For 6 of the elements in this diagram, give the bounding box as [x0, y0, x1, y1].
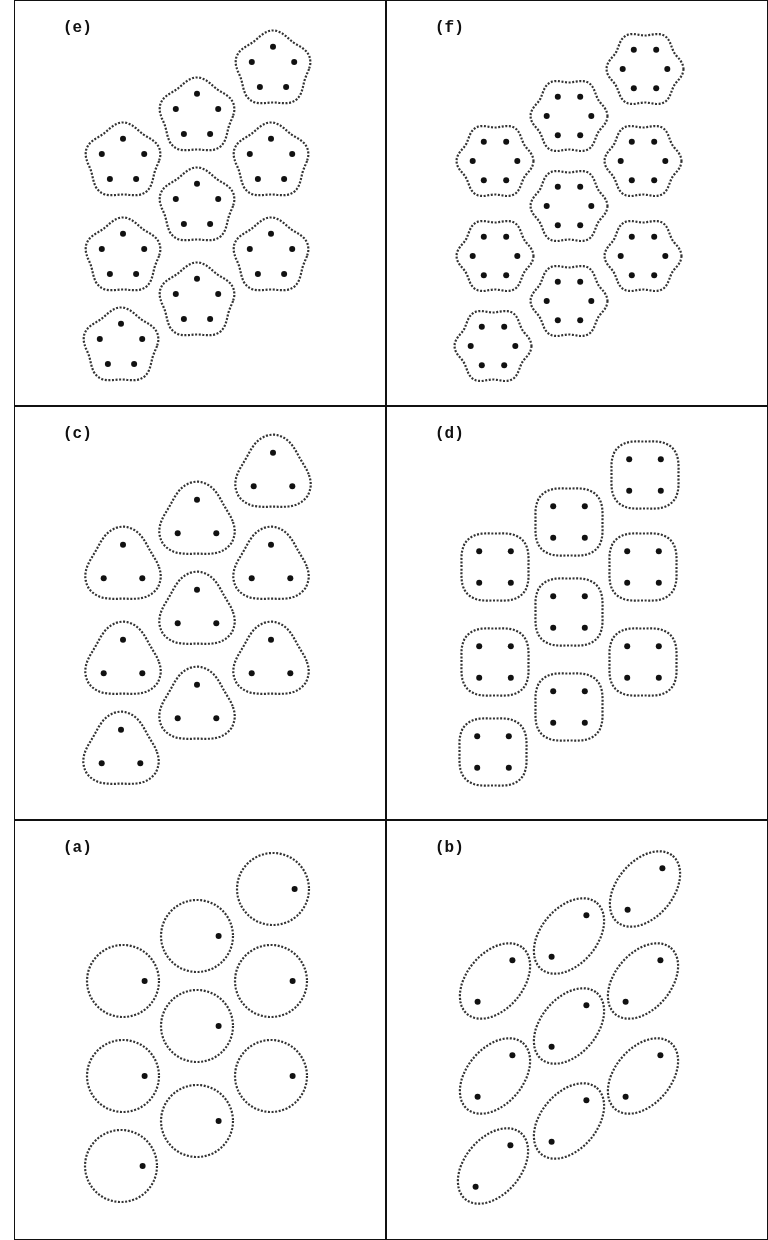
- panel-label: (e): [63, 19, 92, 37]
- panel-label: (a): [63, 839, 92, 857]
- panel-label: (c): [63, 425, 92, 443]
- panel-label: (d): [435, 425, 464, 443]
- panel-label: (b): [435, 839, 464, 857]
- panel-label: (f): [435, 19, 464, 37]
